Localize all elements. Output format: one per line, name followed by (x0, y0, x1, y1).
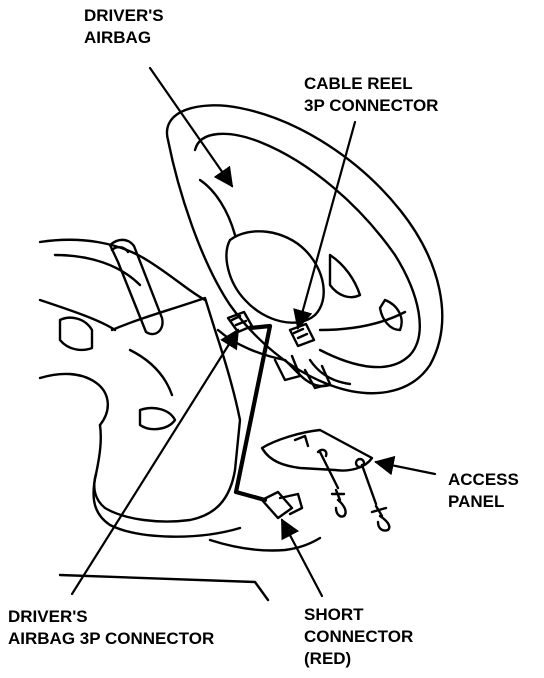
column-junction-bracket (273, 354, 302, 382)
column-junction-bracket-2 (303, 364, 332, 390)
access-panel-detail (293, 434, 328, 458)
access-panel (260, 428, 374, 472)
dashboard-left-bulge (38, 372, 109, 427)
steering-wheel-spoke-window (328, 253, 362, 299)
steering-wheel-inner-rim (193, 132, 421, 369)
screw-lines (318, 450, 378, 506)
label-short-connector: SHORT CONNECTOR (RED) (304, 604, 413, 670)
short-connector (260, 490, 294, 520)
floor-line (58, 573, 270, 602)
steering-wheel-spoke-window-2 (378, 298, 403, 332)
screw-left (330, 488, 347, 518)
access-panel-screw-hole (354, 457, 366, 469)
screw-right (370, 504, 391, 532)
label-drivers-airbag-line1: DRIVER'S (84, 6, 164, 25)
short-connector-wire (233, 323, 273, 503)
drivers-airbag-3p-connector-detail (230, 314, 248, 327)
leader-cable-reel-connector (293, 120, 357, 330)
steering-wheel-spoke-left (198, 178, 237, 237)
short-connector-plug (278, 492, 304, 516)
lower-trim (208, 536, 322, 552)
label-short-connector-line2: CONNECTOR (304, 627, 414, 646)
label-cable-reel-connector: CABLE REEL 3P CONNECTOR (304, 73, 438, 117)
label-access-panel-line1: ACCESS (448, 470, 519, 489)
leader-drivers-airbag-3p-connector (70, 328, 240, 596)
label-drivers-airbag-3p-connector: DRIVER'S AIRBAG 3P CONNECTOR (8, 606, 214, 650)
label-drivers-airbag-3p-connector-line2: AIRBAG 3P CONNECTOR (8, 629, 215, 648)
label-cable-reel-connector-line2: 3P CONNECTOR (304, 96, 439, 115)
steering-wheel-hub (225, 230, 325, 324)
label-access-panel: ACCESS PANEL (448, 469, 519, 513)
steering-wheel-lower-edge (308, 358, 352, 386)
turn-signal-stalk-tip (110, 246, 130, 254)
label-short-connector-line1: SHORT (304, 605, 364, 624)
dashboard-outline (38, 238, 207, 302)
leader-short-connector (280, 518, 324, 598)
column-shroud-ridge (128, 348, 174, 397)
label-drivers-airbag-3p-connector-line1: DRIVER'S (8, 607, 88, 626)
cable-reel-3p-connector-detail (292, 327, 309, 340)
label-access-panel-line2: PANEL (448, 492, 505, 511)
steering-wheel-rim (165, 104, 444, 395)
turn-signal-stalk (108, 238, 164, 336)
label-drivers-airbag-line2: AIRBAG (84, 28, 152, 47)
column-shroud-lower (92, 472, 242, 538)
column-shroud-recess (58, 316, 94, 352)
steering-wheel-spoke-right (318, 310, 407, 332)
leader-drivers-airbag (148, 66, 234, 188)
label-drivers-airbag: DRIVER'S AIRBAG (84, 5, 164, 49)
dashboard-inner-line (53, 253, 142, 287)
label-short-connector-line3: (RED) (304, 649, 352, 668)
leader-access-panel (374, 455, 437, 476)
dashboard-lower-edge (38, 298, 117, 332)
label-cable-reel-connector-line1: CABLE REEL (304, 74, 413, 93)
column-shroud-slot (138, 406, 177, 431)
